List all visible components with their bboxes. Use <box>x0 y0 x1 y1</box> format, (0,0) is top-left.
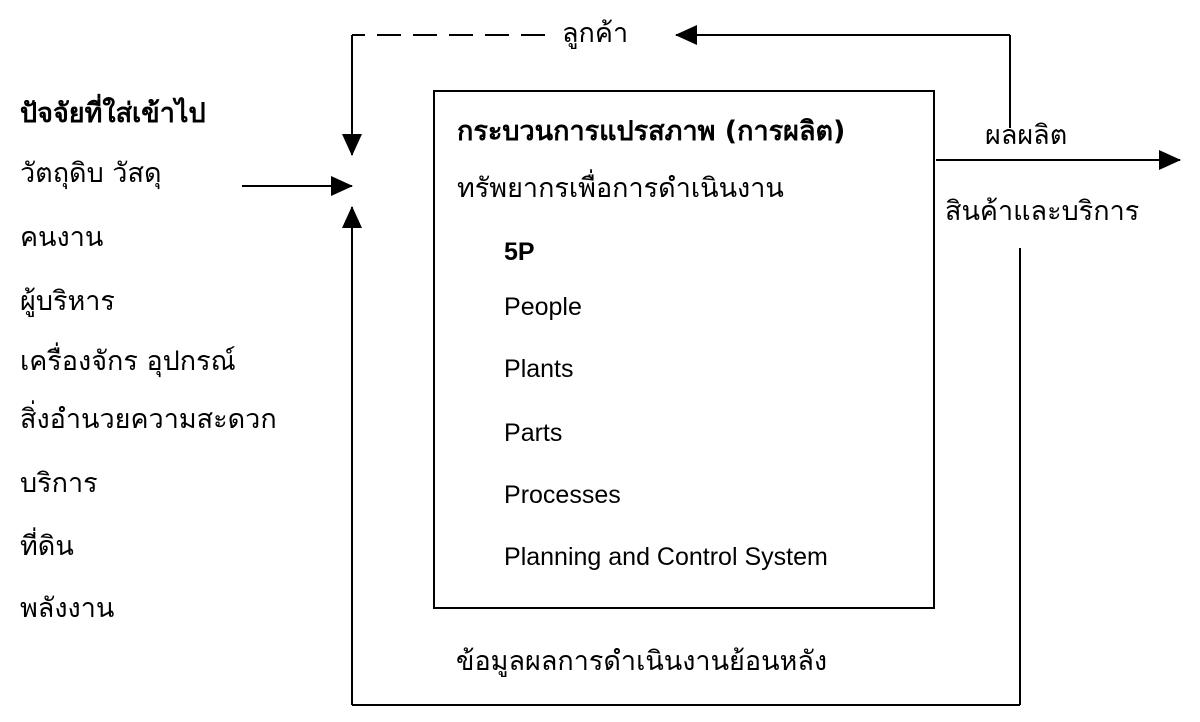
p-item-processes: Processes <box>504 481 621 509</box>
input-item: คนงาน <box>20 222 104 253</box>
output-label: ผลผลิต <box>985 120 1068 151</box>
input-item: บริการ <box>20 468 98 499</box>
input-item: สิ่งอำนวยความสะดวก <box>20 404 277 435</box>
customer-feedback-arrow <box>675 25 1011 128</box>
performance-feedback-arrow <box>342 206 1021 706</box>
output-sublabel: สินค้าและบริการ <box>945 196 1140 227</box>
p-item-planning-control: Planning and Control System <box>504 543 828 571</box>
p-item-plants: Plants <box>504 355 574 383</box>
input-item: ที่ดิน <box>20 531 74 562</box>
input-item: วัตถุดิบ วัสดุ <box>20 158 162 189</box>
customer-label: ลูกค้า <box>562 18 629 49</box>
inputs-title: ปัจจัยที่ใส่เข้าไป <box>20 98 206 129</box>
process-box <box>433 90 935 609</box>
input-item: เครื่องจักร อุปกรณ์ <box>20 346 236 377</box>
five-p-heading: 5P <box>504 238 535 266</box>
customer-dashed-arrow <box>342 34 545 156</box>
feedback-label: ข้อมูลผลการดำเนินงานย้อนหลัง <box>456 646 828 677</box>
process-title: กระบวนการแปรสภาพ (การผลิต) <box>457 116 846 147</box>
input-item: พลังงาน <box>20 593 115 624</box>
input-item: ผู้บริหาร <box>20 286 115 317</box>
process-subtitle: ทรัพยากรเพื่อการดำเนินงาน <box>457 173 784 204</box>
p-item-people: People <box>504 293 582 321</box>
p-item-parts: Parts <box>504 419 563 447</box>
